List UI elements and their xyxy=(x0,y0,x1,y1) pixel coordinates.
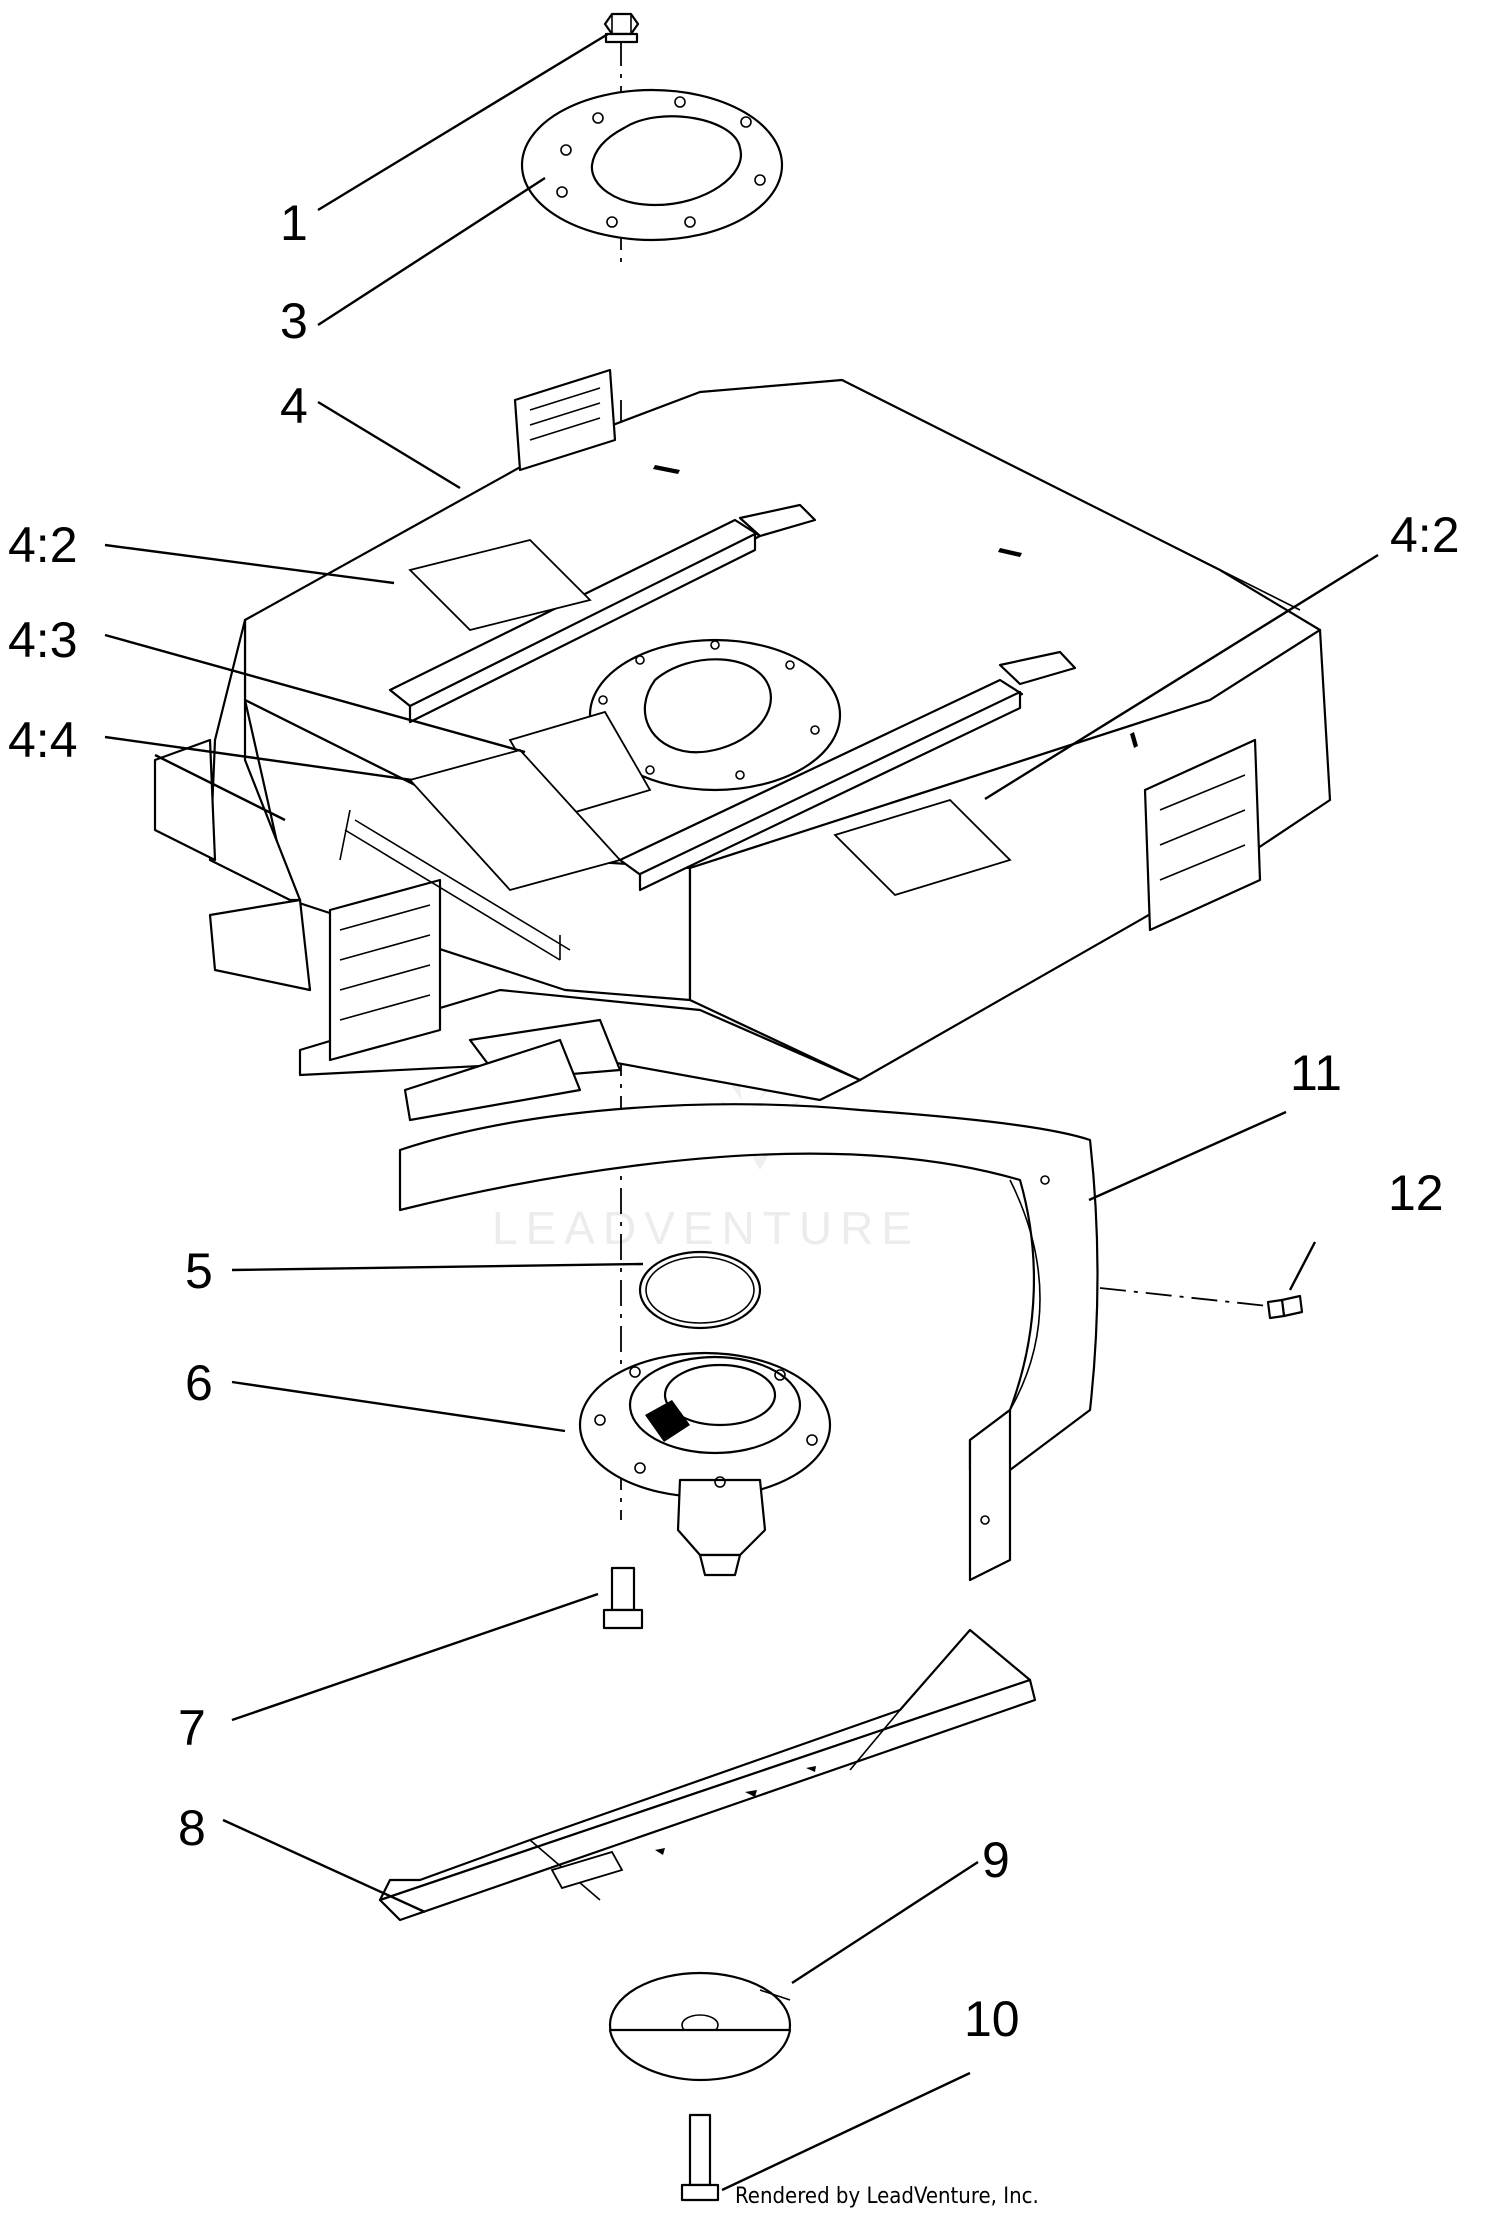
callout-6: 6 xyxy=(185,1355,213,1411)
callout-8: 8 xyxy=(178,1800,206,1856)
callout-7: 7 xyxy=(178,1700,206,1756)
part-7-bolt xyxy=(602,1566,644,1630)
part-4-deck-housing xyxy=(153,368,1332,1122)
decal-4-4 xyxy=(408,748,622,892)
part-11-baffle xyxy=(398,1103,1099,1582)
part-12-bolt xyxy=(1099,1287,1304,1320)
callout-labels: 1 3 4 4:2 4:2 4:3 4:4 5 6 7 8 9 10 11 12 xyxy=(8,195,1460,2047)
part-1-nut xyxy=(603,12,640,44)
callout-12: 12 xyxy=(1388,1165,1444,1221)
callout-11: 11 xyxy=(1290,1045,1342,1101)
decal-4-2-right xyxy=(833,798,1012,897)
part-5-o-ring xyxy=(638,1250,762,1330)
decal-4-2-left xyxy=(408,539,592,631)
callout-4-2-right: 4:2 xyxy=(1390,507,1460,563)
part-3-spacer-plate xyxy=(520,88,784,242)
callout-4-4: 4:4 xyxy=(8,712,78,768)
footer-credit: Rendered by LeadVenture, Inc. xyxy=(735,2184,1039,2209)
watermark-text: LEADVENTURE xyxy=(492,1202,920,1254)
part-6-spindle-assembly xyxy=(578,1351,832,1577)
leader-lines xyxy=(104,32,1379,2192)
part-10-bolt xyxy=(680,2113,720,2202)
callout-3: 3 xyxy=(280,293,308,349)
callout-4-2-left: 4:2 xyxy=(8,517,78,573)
part-9-blade-stiffener xyxy=(608,1971,792,2082)
callout-9: 9 xyxy=(982,1832,1010,1888)
callout-4-3: 4:3 xyxy=(8,612,78,668)
callout-4: 4 xyxy=(280,378,308,434)
callout-1: 1 xyxy=(280,195,308,251)
callout-5: 5 xyxy=(185,1243,213,1299)
callout-10: 10 xyxy=(964,1991,1020,2047)
part-8-blade xyxy=(378,1628,1037,1922)
